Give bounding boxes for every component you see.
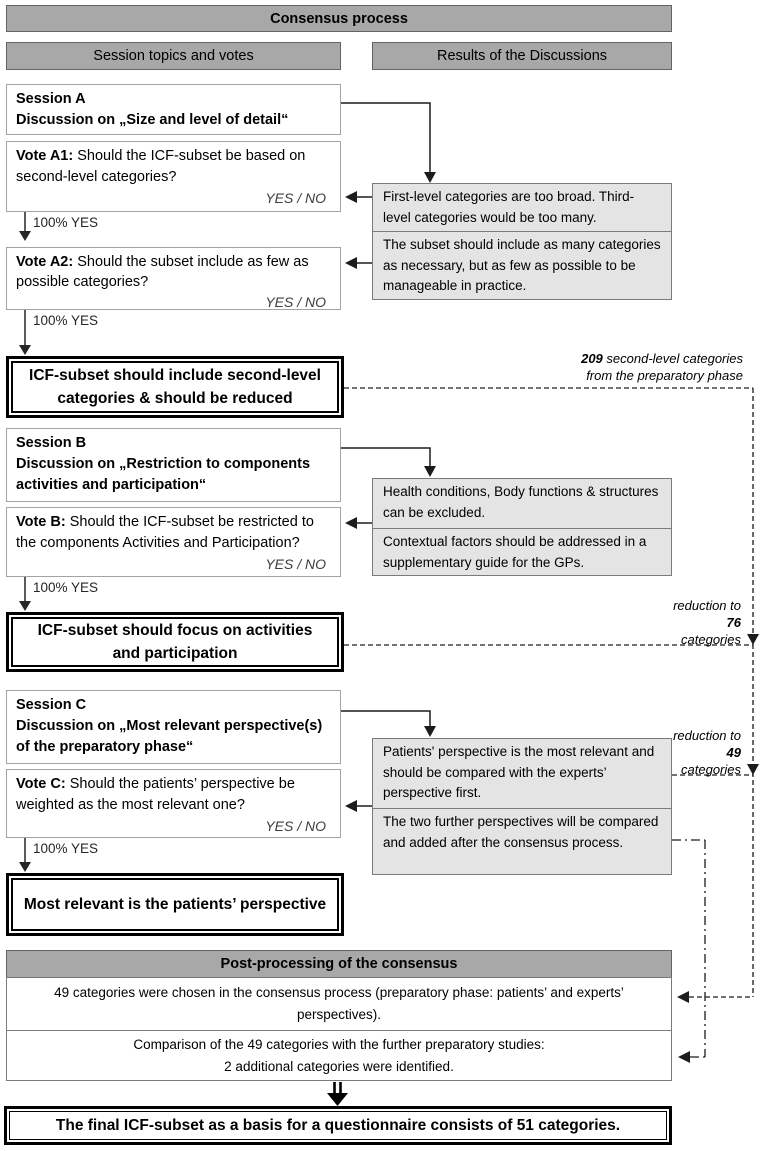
annotation-209-text: second-level categories (606, 351, 743, 366)
vote-a1-options: YES / NO (265, 190, 326, 206)
final-conclusion-box: The final ICF-subset as a basis for a qu… (4, 1106, 672, 1145)
vote-c-text: Should the patients’ perspective be weig… (16, 776, 295, 813)
post-processing-header: Post-processing of the consensus (6, 950, 672, 978)
session-b-discussion: Discussion on „Restriction to components… (16, 456, 311, 493)
annotation-209-categories: 209 second-level categories from the pre… (533, 350, 743, 384)
results-b-box: Health conditions, Body functions & stru… (372, 478, 672, 576)
conclusion-a-box: ICF-subset should include second-level c… (6, 356, 344, 418)
results-c-box: Patients' perspective is the most releva… (372, 738, 672, 875)
right-column-header: Results of the Discussions (372, 42, 672, 70)
arrowhead-down-results-b-icon (424, 466, 436, 477)
session-c-box: Session C Discussion on „Most relevant p… (6, 690, 341, 764)
results-b-cell-1: Health conditions, Body functions & stru… (383, 484, 659, 520)
post-row-1: 49 categories were chosen in the consens… (6, 977, 672, 1031)
vote-b-options: YES / NO (265, 556, 326, 572)
connector-session-c-to-results (341, 710, 431, 728)
annotation-209-line1: 209 second-level categories (533, 350, 743, 367)
arrowhead-down-b-icon (19, 601, 31, 611)
results-a-box: First-level categories are too broad. Th… (372, 183, 672, 300)
reduction-49-bold: 49 (726, 745, 741, 760)
vote-a1-box: Vote A1: Should the ICF-subset be based … (6, 141, 341, 212)
left-column-header-label: Session topics and votes (93, 48, 254, 64)
conclusion-a-text: ICF-subset should include second-level c… (11, 361, 339, 413)
post-row-2-line2: 2 additional categories were identified. (224, 1058, 454, 1074)
final-conclusion-text: The final ICF-subset as a basis for a qu… (9, 1111, 667, 1140)
post-row-2-line1: Comparison of the 49 categories with the… (133, 1036, 545, 1052)
vote-b-result-label: 100% YES (33, 580, 99, 595)
vote-a1-label: Vote A1: (16, 148, 74, 164)
vote-c-options: YES / NO (265, 818, 326, 834)
results-c-cell-2: The two further perspectives will be com… (373, 808, 671, 874)
reduction-76-line3: categories (681, 632, 741, 647)
post-processing-header-label: Post-processing of the consensus (220, 956, 458, 972)
reduction-76-bold: 76 (726, 615, 741, 630)
reduction-76-number: 76 (621, 614, 741, 631)
results-b-cell-2: Contextual factors should be addressed i… (373, 528, 671, 575)
arrowhead-left-vote-c-icon (345, 800, 357, 812)
arrowhead-down-c-icon (19, 862, 31, 872)
arrowhead-left-post-row-1-icon (677, 991, 689, 1003)
vote-b-box: Vote B: Should the ICF-subset be restric… (6, 507, 341, 577)
page-title: Consensus process (270, 10, 408, 27)
results-a-cell-1: First-level categories are too broad. Th… (383, 189, 635, 225)
conclusion-c-text: Most relevant is the patients’ perspecti… (11, 878, 339, 931)
arrowhead-left-vote-b-icon (345, 517, 357, 529)
conclusion-b-text: ICF-subset should focus on activities an… (11, 617, 339, 667)
arrowhead-left-post-row-2-icon (678, 1051, 690, 1063)
reduction-49-line1: reduction to (673, 728, 741, 743)
vote-a2-result-label: 100% YES (33, 313, 99, 328)
session-a-discussion: Discussion on „Size and level of detail“ (16, 112, 289, 128)
session-b-box: Session B Discussion on „Restriction to … (6, 428, 341, 502)
vote-a1-question: Vote A1: Should the ICF-subset be based … (16, 146, 335, 188)
annotation-reduction-49: reduction to 49 categories (621, 727, 741, 778)
post-row-2: Comparison of the 49 categories with the… (6, 1030, 672, 1081)
reduction-49-line3: categories (681, 762, 741, 777)
arrowhead-down-a1-icon (19, 231, 31, 241)
post-row-1-line2: perspectives). (296, 1007, 382, 1022)
reduction-76-line1: reduction to (673, 598, 741, 613)
vote-c-box: Vote C: Should the patients’ perspective… (6, 769, 341, 838)
vote-c-question: Vote C: Should the patients’ perspective… (16, 774, 335, 816)
vote-b-question: Vote B: Should the ICF-subset be restric… (16, 512, 335, 554)
final-double-arrow-shaft (333, 1082, 342, 1095)
arrowhead-down-results-c-icon (424, 726, 436, 737)
arrowhead-left-vote-a2-icon (345, 257, 357, 269)
annotation-209-line2: from the preparatory phase (586, 368, 743, 383)
arrowhead-down-final-icon (327, 1093, 348, 1106)
session-c-title: Session C (16, 697, 87, 713)
connector-session-a-to-results (341, 102, 431, 174)
conclusion-b-box: ICF-subset should focus on activities an… (6, 612, 344, 672)
title-bar: Consensus process (6, 5, 672, 32)
vote-a2-label: Vote A2: (16, 254, 74, 270)
annotation-209-number: 209 (581, 351, 603, 366)
vote-c-result-label: 100% YES (33, 841, 99, 856)
vote-a1-text: Should the ICF-subset be based on second… (16, 148, 306, 185)
vote-a2-question: Vote A2: Should the subset include as fe… (16, 252, 335, 292)
arrowhead-down-results-a-icon (424, 172, 436, 183)
connector-session-b-to-results (341, 447, 431, 468)
vote-a2-text: Should the subset include as few as poss… (16, 254, 309, 290)
annotation-reduction-76: reduction to 76 categories (621, 597, 741, 648)
results-c-cell-1: Patients' perspective is the most releva… (383, 744, 655, 800)
vote-a2-options: YES / NO (265, 294, 326, 310)
vote-c-label: Vote C: (16, 776, 66, 792)
session-b-title: Session B (16, 435, 87, 451)
arrowhead-down-a2-icon (19, 345, 31, 355)
arrowhead-down-49-icon (747, 764, 759, 775)
vote-b-text: Should the ICF-subset be restricted to t… (16, 514, 314, 551)
post-row-1-line1: 49 categories were chosen in the consens… (54, 985, 624, 1000)
vote-a2-box: Vote A2: Should the subset include as fe… (6, 247, 341, 310)
vote-b-label: Vote B: (16, 514, 66, 530)
vote-a1-result-label: 100% YES (33, 215, 99, 230)
arrowhead-left-vote-a1-icon (345, 191, 357, 203)
session-a-title: Session A (16, 91, 86, 107)
right-column-header-label: Results of the Discussions (436, 48, 608, 64)
arrowhead-down-76-icon (747, 634, 759, 645)
results-a-cell-2: The subset should include as many catego… (373, 231, 671, 299)
conclusion-c-box: Most relevant is the patients’ perspecti… (6, 873, 344, 936)
session-a-box: Session A Discussion on „Size and level … (6, 84, 341, 135)
reduction-49-number: 49 (621, 744, 741, 761)
left-column-header: Session topics and votes (6, 42, 341, 70)
session-c-discussion: Discussion on „Most relevant perspective… (16, 718, 323, 755)
